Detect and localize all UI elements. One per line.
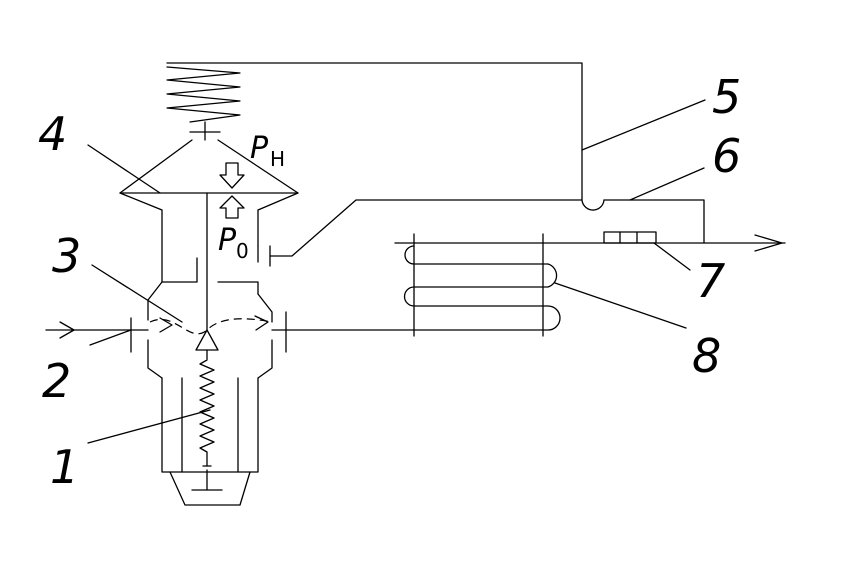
- symbol-p-h-subscript: H: [270, 147, 285, 171]
- evaporator-coil: [403, 233, 561, 337]
- pressure-arrows: [219, 162, 245, 219]
- valve-body: [130, 281, 287, 379]
- symbol-p-h: P: [250, 131, 269, 166]
- label-6: 6: [712, 129, 741, 183]
- label-5: 5: [712, 70, 741, 124]
- equalizer-line: [257, 199, 583, 267]
- label-4: 4: [38, 107, 67, 161]
- valve-needle: [195, 329, 219, 351]
- lower-spring: [191, 349, 223, 491]
- leader-lines: [87, 99, 706, 444]
- top-spring: [166, 66, 241, 141]
- diaphragm-housing: [119, 139, 299, 331]
- label-3: 3: [52, 229, 81, 283]
- label-7: 7: [696, 254, 725, 308]
- outlet-line: [285, 199, 786, 331]
- bottom-cap: [161, 377, 259, 506]
- flow-path: [45, 315, 273, 339]
- symbol-p-0: P: [218, 223, 237, 258]
- label-8: 8: [692, 329, 721, 383]
- capillary-tube: [166, 62, 605, 211]
- label-1: 1: [50, 440, 79, 494]
- label-2: 2: [42, 354, 71, 408]
- symbol-p-0-subscript: 0: [236, 239, 249, 263]
